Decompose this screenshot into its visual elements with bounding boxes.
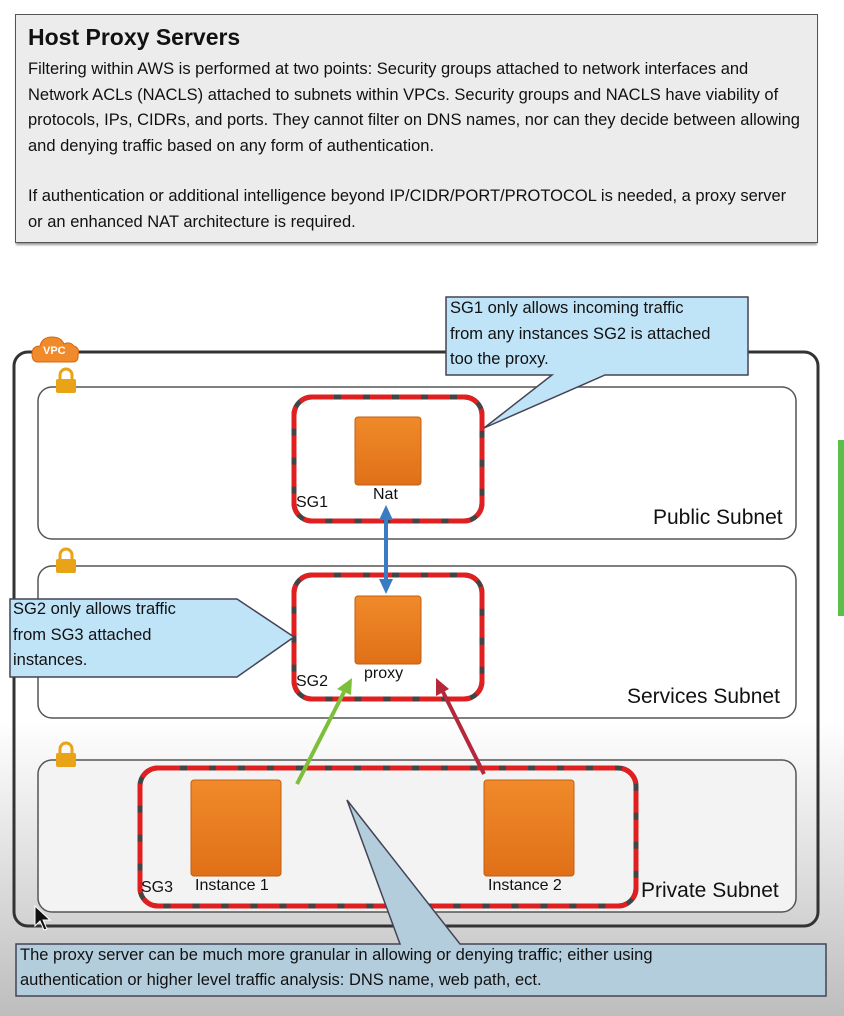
instance-2	[483, 779, 575, 877]
instance1-to-proxy-arrow	[295, 678, 352, 785]
sg3-label: SG3	[141, 879, 174, 896]
private-subnet-label: Private Subnet	[641, 879, 779, 902]
nat-instance	[354, 416, 422, 486]
info-paragraph-1: Filtering within AWS is performed at two…	[28, 60, 800, 155]
lock-icon	[56, 741, 76, 767]
proxy-instance	[354, 595, 422, 665]
lock-icon	[56, 547, 76, 573]
page-title: Host Proxy Servers	[28, 24, 241, 50]
side-accent-bar	[838, 440, 844, 616]
services-subnet-label: Services Subnet	[627, 685, 780, 708]
sg2-label: SG2	[296, 673, 329, 690]
vpc-label: VPC	[43, 345, 66, 357]
vpc-cloud-icon	[31, 336, 79, 363]
bottom-callout	[15, 799, 827, 997]
nat-proxy-arrow	[379, 505, 393, 594]
sg2-callout	[9, 598, 296, 678]
lock-icon	[56, 367, 76, 393]
sg1-callout	[445, 296, 749, 429]
instance-2-label: Instance 2	[488, 877, 562, 894]
sg1-callout-text: SG1 only allows incoming traffic from an…	[450, 299, 711, 368]
sg2-callout-text: SG2 only allows traffic from SG3 attache…	[13, 600, 176, 669]
sg1-label: SG1	[296, 494, 329, 511]
instance-1-label: Instance 1	[195, 877, 269, 894]
info-paragraph-2: If authentication or additional intellig…	[28, 187, 787, 231]
info-panel: Host Proxy Servers Filtering within AWS …	[15, 14, 818, 243]
public-subnet-label: Public Subnet	[653, 506, 783, 529]
instance2-to-proxy-arrow	[436, 678, 486, 775]
proxy-label: proxy	[364, 665, 404, 682]
nat-label: Nat	[373, 486, 398, 503]
instance-1	[190, 779, 282, 877]
mouse-cursor-icon	[34, 905, 52, 931]
bottom-callout-text: The proxy server can be much more granul…	[20, 946, 653, 989]
